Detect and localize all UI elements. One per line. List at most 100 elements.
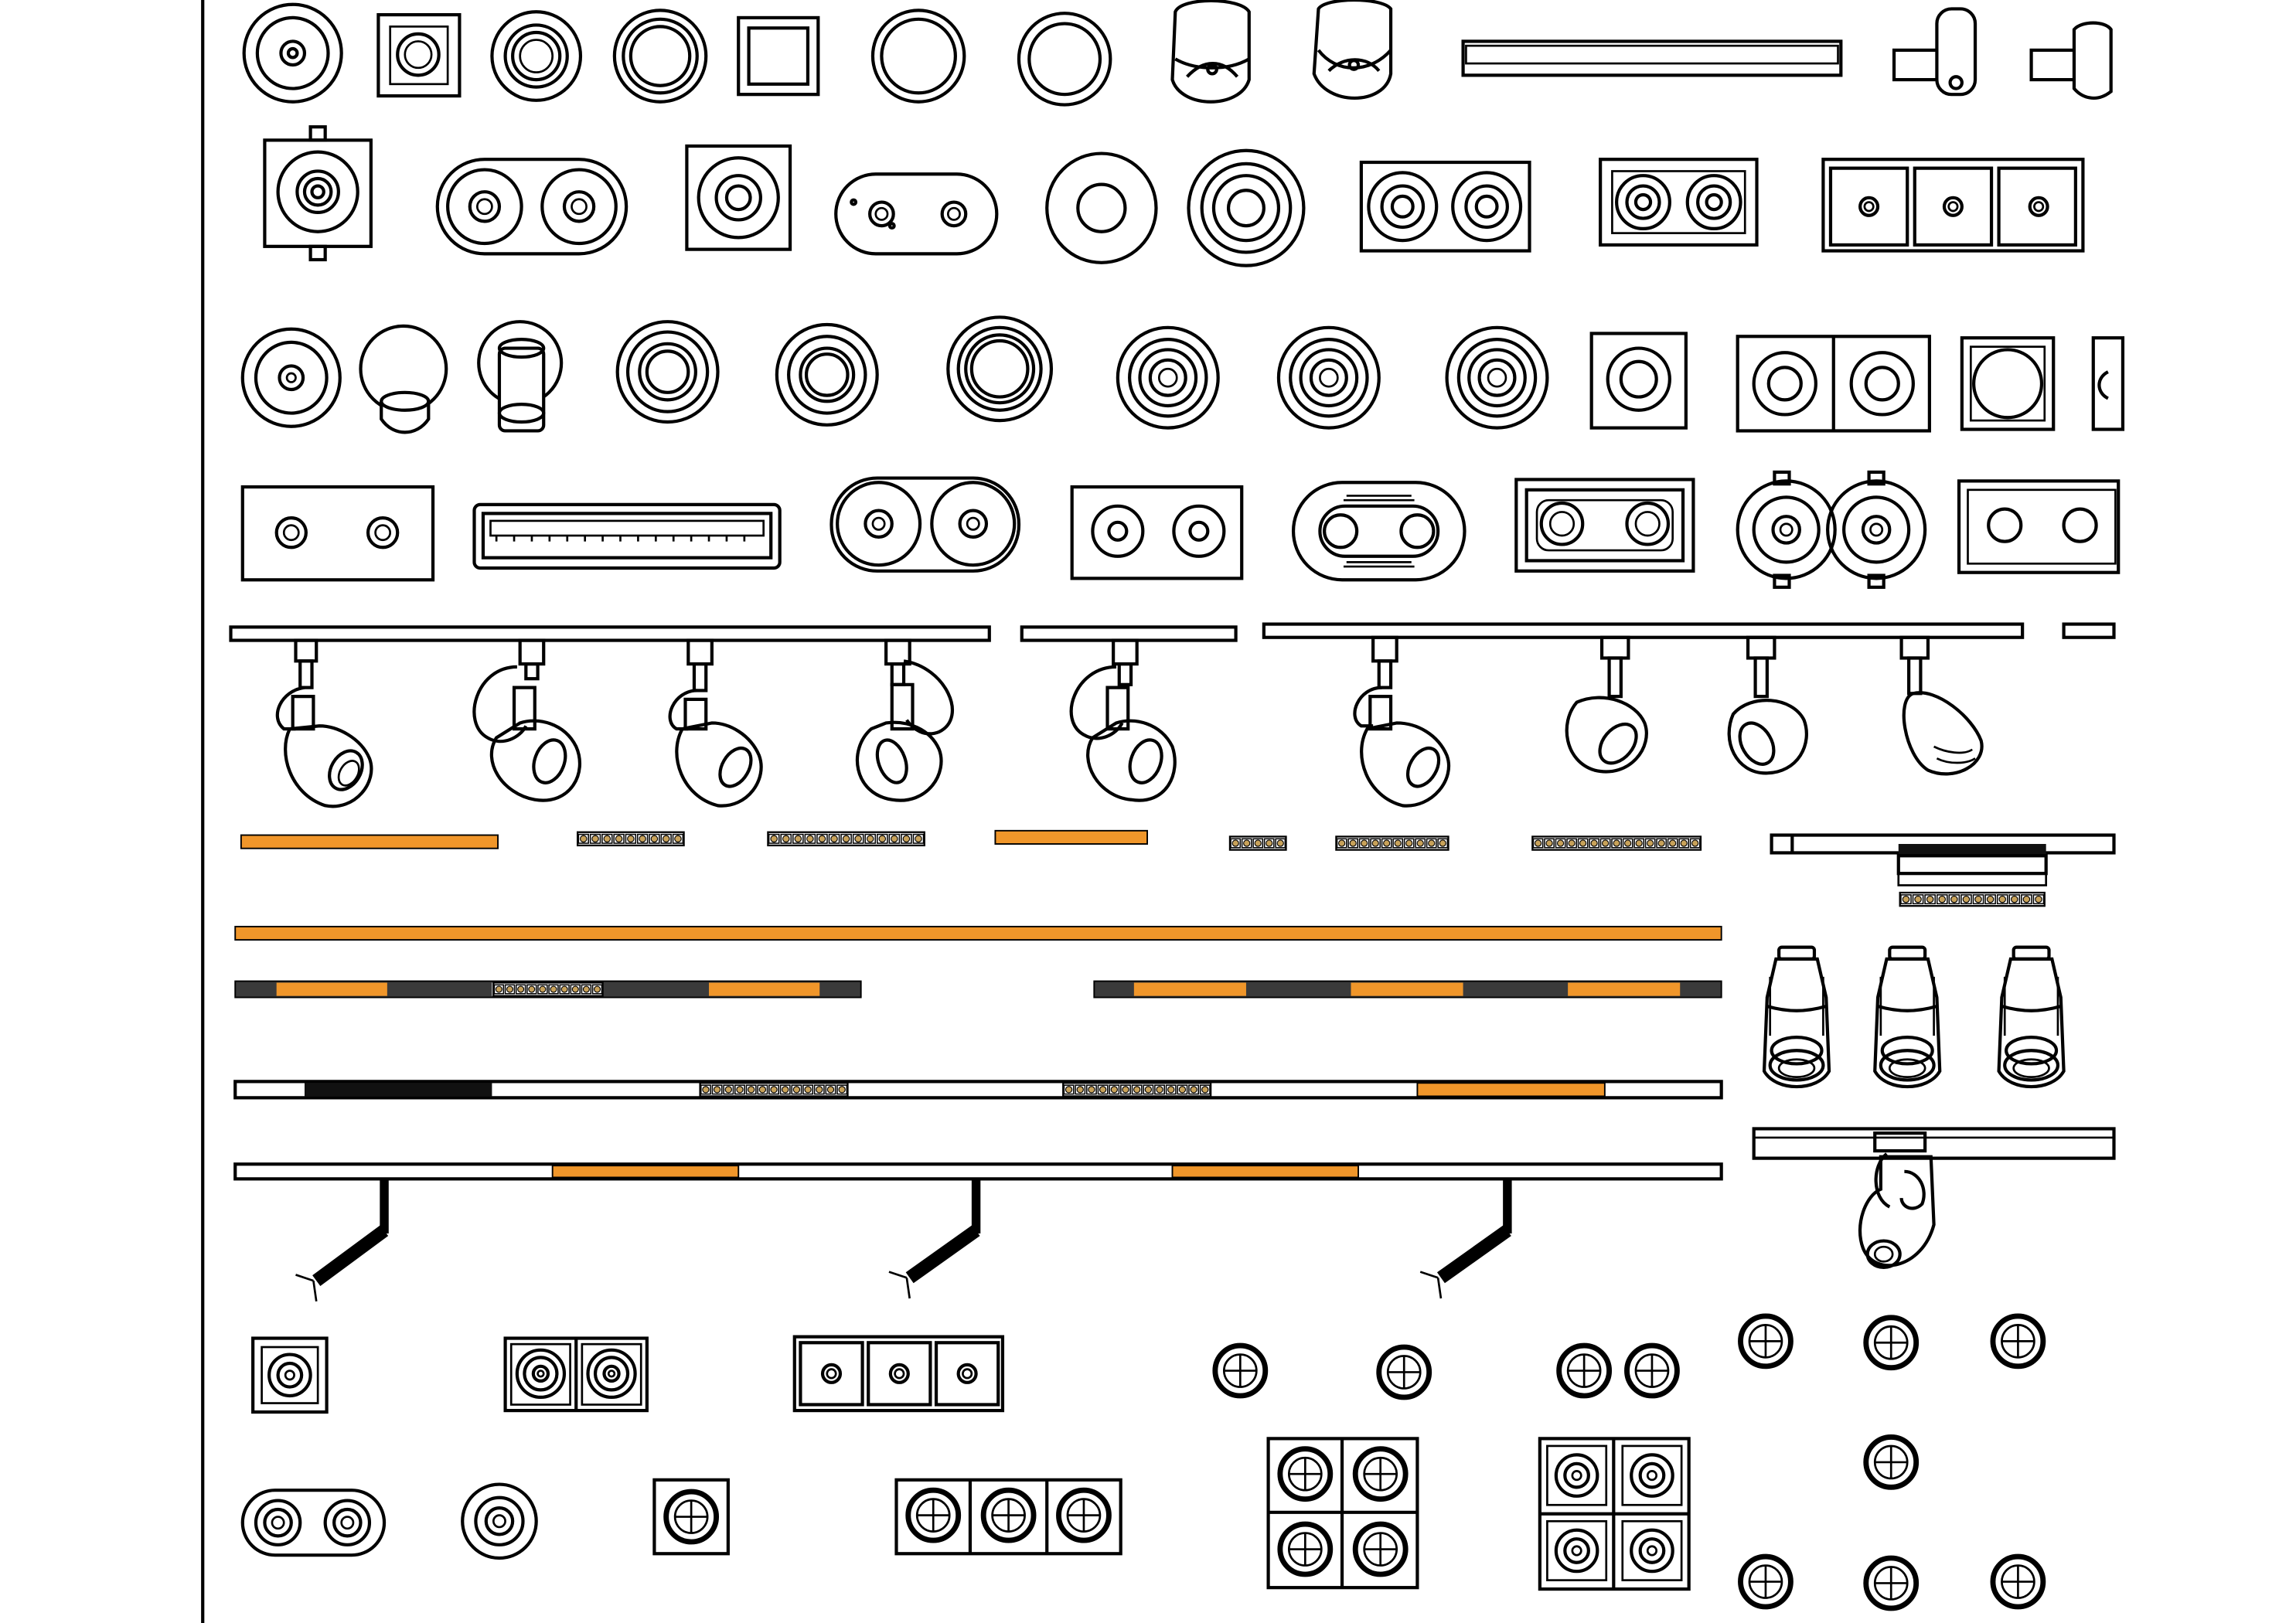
grille-cell <box>660 833 672 844</box>
linear-led-icon <box>240 834 499 849</box>
grille-cell <box>723 1084 734 1095</box>
cyl-ring <box>2003 1049 2060 1082</box>
cross-circle-symbol-icon <box>663 1489 720 1545</box>
cross-circle-symbol-icon <box>1738 1313 1794 1370</box>
grille-cell <box>1347 838 1359 849</box>
grille-cell <box>792 833 804 844</box>
grille-cell <box>1392 838 1404 849</box>
grille-cell <box>1589 838 1599 849</box>
grille-cell <box>537 984 548 995</box>
double-downlight-icon <box>1736 335 1931 433</box>
grille-cell <box>1381 838 1392 849</box>
long-linear-led-icon <box>234 925 1722 941</box>
led-dot <box>1190 1086 1197 1094</box>
square-downlight-icon <box>251 1336 329 1414</box>
grille-cell <box>1086 1084 1097 1095</box>
led-dot <box>2011 895 2018 903</box>
square-downlight-icon <box>685 144 792 251</box>
cross-circle-symbol-icon <box>1376 1344 1432 1400</box>
double-downlight-icon <box>1291 481 1467 582</box>
led-dot <box>1974 895 1982 903</box>
led-dot <box>1534 839 1542 847</box>
symbol-crosshair <box>2001 1325 2035 1358</box>
led-dot <box>1669 839 1677 847</box>
cross-circle-symbol-icon <box>1556 1342 1613 1399</box>
cylinder-spot-icon <box>1997 945 2066 1088</box>
double-downlight-icon <box>1736 470 1927 589</box>
cross-circle-symbol-icon <box>1738 1553 1794 1610</box>
led-dot <box>866 835 874 843</box>
led-dot <box>838 1086 846 1094</box>
track-spotlight-icon <box>1565 635 1648 774</box>
grille-cell <box>1188 1084 1200 1095</box>
grille-cell <box>1154 1084 1165 1095</box>
grille-cell <box>912 833 925 844</box>
led-dot <box>1962 895 1971 903</box>
symbol-crosshair <box>1749 1565 1782 1598</box>
symbol-crosshair <box>917 1499 950 1532</box>
led-dot <box>1231 839 1239 847</box>
symbol-crosshair <box>1289 1458 1322 1491</box>
grille-cell <box>2032 894 2045 905</box>
led-dot <box>758 1086 767 1094</box>
led-dot <box>902 835 911 843</box>
led-dot <box>1545 839 1553 847</box>
grille-cell <box>1544 838 1555 849</box>
grille-cell <box>1622 838 1633 849</box>
round-downlight-icon <box>775 322 879 427</box>
led-dot <box>1926 895 1934 903</box>
track-spotlight-icon <box>1069 638 1177 802</box>
grille-cell <box>888 833 901 844</box>
grille-cell <box>601 833 613 844</box>
led-dot <box>782 1086 789 1094</box>
led-dot <box>782 835 790 843</box>
symbol-crosshair <box>2001 1565 2035 1598</box>
track-rail <box>229 625 991 642</box>
grille-cell <box>589 833 601 844</box>
led-dot <box>854 835 862 843</box>
grille-cell <box>1577 838 1589 849</box>
led-dot <box>1579 839 1587 847</box>
led-dot <box>506 985 514 993</box>
led-dot <box>571 985 579 993</box>
led-dot <box>826 1086 835 1094</box>
triple-square-downlight-icon <box>792 1335 1005 1413</box>
double-downlight-icon <box>1599 158 1759 247</box>
grille-cell <box>1143 1084 1154 1095</box>
grille-cell <box>813 1084 825 1095</box>
grille-cell <box>1165 1084 1177 1095</box>
grille-cell <box>1426 838 1437 849</box>
led-dot <box>1439 839 1446 847</box>
led-dot <box>713 1086 721 1094</box>
square-downlight-icon <box>2091 336 2125 431</box>
grille-cell <box>1948 894 1960 905</box>
grille-cell <box>1667 838 1678 849</box>
grille-cell <box>1358 838 1370 849</box>
symbol-crosshair <box>1388 1356 1421 1389</box>
led-dot <box>674 835 682 843</box>
led-dot <box>1361 839 1368 847</box>
led-dot <box>1383 839 1391 847</box>
grille-cell <box>1131 1084 1143 1095</box>
cylinder-spot-icon <box>1762 945 1831 1088</box>
led-dot <box>495 985 502 993</box>
grille-downlight-strip <box>1062 1082 1212 1097</box>
grille-cell <box>700 1084 711 1095</box>
grille-cell <box>672 833 684 844</box>
led-dot <box>560 985 568 993</box>
cross-circle-symbol-icon <box>1990 1553 2046 1610</box>
square-downlight-icon <box>1960 336 2056 431</box>
grille-cell <box>1566 838 1577 849</box>
cyl-edge <box>1769 976 1824 1036</box>
led-dot <box>1254 839 1262 847</box>
grille-cell <box>1984 894 1996 905</box>
cross-circle-symbol-icon <box>1056 1487 1112 1543</box>
cylinder-spot-group <box>1762 945 2066 1088</box>
led-dot <box>1590 839 1598 847</box>
row-1-downlights <box>242 0 2113 107</box>
track-spotlight-icon <box>275 638 373 808</box>
grille-cell <box>780 833 792 844</box>
grille-cell <box>515 984 526 995</box>
grille-cell <box>836 1084 848 1095</box>
grille-cell <box>591 984 603 995</box>
